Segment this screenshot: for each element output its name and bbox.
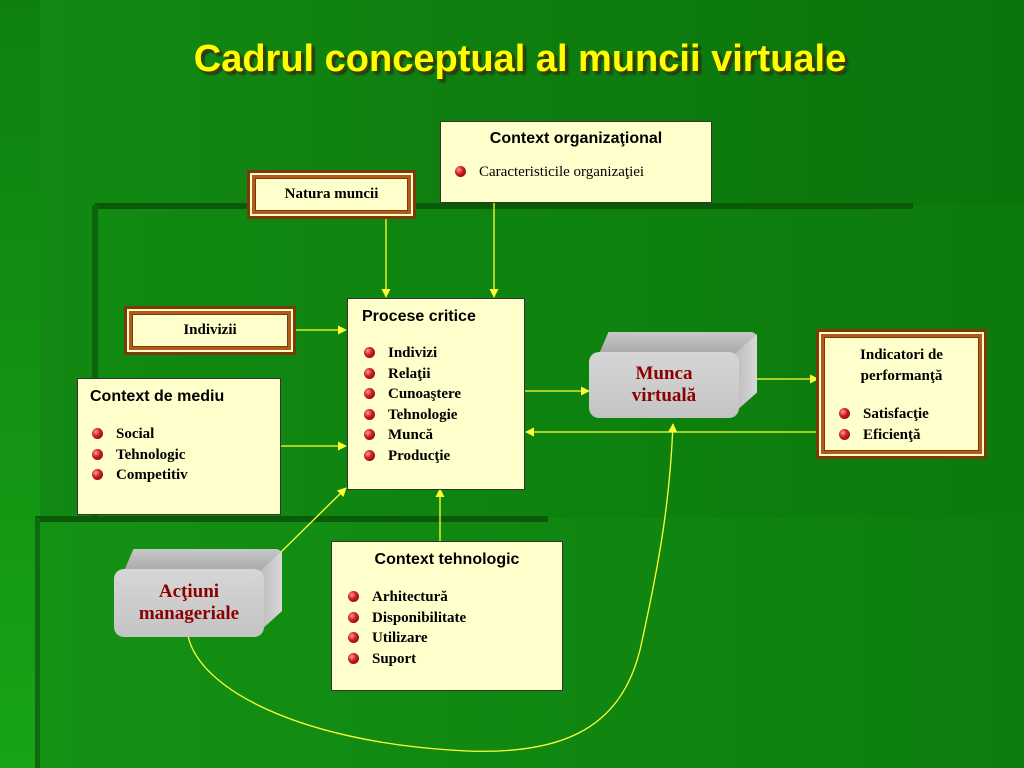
context-mediu-heading: Context de mediu: [90, 388, 225, 405]
list-item: Competitiv: [90, 465, 280, 486]
background-band-bottom-left-edge: [35, 518, 40, 768]
list-item: Caracteristicile organizaţiei: [453, 162, 711, 183]
bullet-icon: [364, 429, 375, 440]
background-band-bottom-edge: [35, 516, 548, 522]
context-mediu-box: Context de mediu Social Tehnologic Compe…: [77, 378, 281, 515]
natura-muncii-box: Natura muncii: [247, 170, 416, 219]
bullet-icon: [348, 611, 359, 623]
list-item: Tehnologie: [362, 405, 524, 426]
arrow-actiuni-to-procese: [279, 487, 347, 554]
indicatori-heading: Indicatori de performanţă: [860, 347, 943, 384]
bullet-icon: [364, 367, 375, 379]
munca-virtuala-line1: Munca: [635, 363, 693, 384]
indivizii-label: Indivizii: [183, 322, 237, 338]
list-item: Social: [90, 424, 280, 445]
indivizii-box: Indivizii: [124, 306, 296, 355]
bullet-icon: [839, 408, 850, 419]
context-mediu-list: Social Tehnologic Competitiv: [90, 424, 280, 486]
procese-critice-heading: Procese critice: [362, 308, 476, 325]
background-band-top-left-edge: [92, 205, 98, 520]
procese-critice-box: Procese critice Indivizi Relaţii Cunoaşt…: [347, 298, 525, 490]
list-item: Utilizare: [346, 628, 562, 649]
bullet-icon: [348, 652, 359, 664]
list-item: Relaţii: [362, 364, 524, 385]
context-tehnologic-box: Context tehnologic Arhitectură Disponibi…: [331, 541, 563, 691]
bullet-icon: [839, 428, 850, 440]
list-item: Producţie: [362, 446, 524, 467]
bullet-icon: [364, 449, 375, 461]
list-item: Cunoaştere: [362, 384, 524, 405]
bullet-icon: [348, 591, 359, 602]
list-item: Arhitectură: [346, 587, 562, 608]
curve-actiuni-to-munca: [187, 423, 678, 752]
context-organizational-box: Context organizaţional Caracteristicile …: [440, 121, 712, 203]
list-item: Tehnologic: [90, 445, 280, 466]
actiuni-manageriale-line1: Acţiuni: [158, 581, 220, 602]
bullet-icon: [364, 388, 375, 399]
list-item: Indivizi: [362, 343, 524, 364]
context-tehnologic-list: Arhitectură Disponibilitate Utilizare Su…: [346, 587, 562, 669]
actiuni-manageriale-line2: manageriale: [138, 603, 240, 624]
background-band-top-edge: [95, 203, 913, 209]
natura-muncii-label: Natura muncii: [284, 186, 379, 202]
slide-title: Cadrul conceptual al muncii virtuale: [193, 38, 847, 80]
background-left-strip: [0, 0, 40, 768]
context-organizational-heading: Context organizaţional: [489, 130, 663, 147]
bullet-icon: [364, 408, 375, 420]
munca-virtuala-line2: virtuală: [631, 385, 697, 406]
bullet-icon: [92, 428, 103, 439]
list-item: Eficienţă: [837, 425, 984, 446]
list-item: Muncă: [362, 425, 524, 446]
context-organizational-list: Caracteristicile organizaţiei: [441, 162, 711, 183]
bullet-icon: [92, 448, 103, 460]
bullet-icon: [455, 166, 466, 177]
bullet-icon: [348, 632, 359, 643]
indicatori-box: Indicatori de performanţă Satisfacţie Ef…: [816, 329, 987, 459]
procese-critice-list: Indivizi Relaţii Cunoaştere Tehnologie M…: [362, 343, 524, 466]
context-tehnologic-heading: Context tehnologic: [374, 551, 520, 568]
list-item: Disponibilitate: [346, 608, 562, 629]
indicatori-list: Satisfacţie Eficienţă: [837, 404, 984, 445]
list-item: Satisfacţie: [837, 404, 984, 425]
list-item: Suport: [346, 649, 562, 670]
bullet-icon: [92, 469, 103, 480]
bullet-icon: [364, 347, 375, 358]
